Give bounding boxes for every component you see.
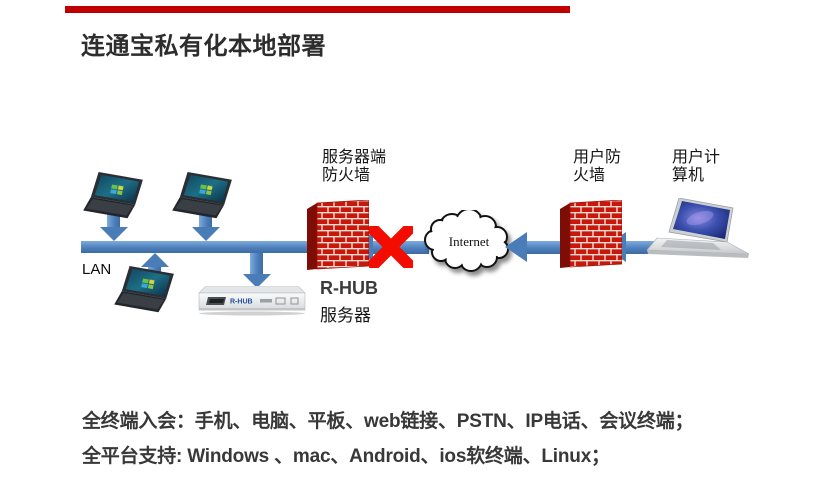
arrow-down-icon: [243, 274, 271, 288]
arrow-up-icon: [141, 253, 169, 267]
arrow-down-icon: [192, 227, 220, 241]
lan-bus-bar: [81, 241, 310, 253]
page-title: 连通宝私有化本地部署: [81, 33, 326, 60]
server-firewall-label: 服务器端 防火墙: [322, 149, 386, 185]
rhub-label-line2: 服务器: [320, 306, 371, 325]
arrow-left-shaft: [527, 241, 563, 254]
user-computer-label-line1: 用户计: [672, 149, 721, 166]
rhub-server-icon: R-HUB: [196, 285, 308, 321]
user-firewall-icon: [560, 199, 623, 273]
windows-laptop-icon: [114, 266, 176, 323]
lan-label: LAN: [82, 261, 112, 278]
user-firewall-label: 用户防 火墙: [573, 149, 621, 185]
user-computer-label-line2: 算机: [672, 167, 705, 184]
rhub-device-text: R-HUB: [230, 299, 253, 306]
blocked-cross-icon: [365, 221, 417, 273]
windows-laptop-icon: [172, 172, 234, 229]
accent-bar: [65, 6, 570, 13]
footer-terminals-line: 全终端入会：手机、电脑、平板、web链接、PSTN、IP电话、会议终端；: [82, 411, 694, 432]
footer-platforms-line: 全平台支持: Windows 、mac、Android、ios软终端、Linux…: [82, 446, 610, 467]
internet-label: Internet: [449, 234, 490, 249]
macbook-icon: [645, 197, 755, 269]
server-firewall-label-line1: 服务器端: [322, 149, 387, 166]
arrow-down-shaft: [250, 253, 263, 274]
windows-laptop-icon: [83, 172, 145, 229]
arrow-left-icon: [505, 232, 527, 262]
server-firewall-label-line2: 防火墙: [322, 167, 371, 184]
internet-cloud-icon: Internet: [424, 208, 514, 279]
user-firewall-label-line1: 用户防: [573, 149, 622, 166]
user-computer-label: 用户计 算机: [672, 149, 720, 185]
user-firewall-label-line2: 火墙: [573, 167, 606, 184]
arrow-down-icon: [100, 227, 128, 241]
rhub-server-label: R-HUB 服务器: [320, 278, 378, 326]
rhub-label-line1: R-HUB: [320, 278, 378, 298]
server-firewall-icon: [307, 199, 370, 275]
